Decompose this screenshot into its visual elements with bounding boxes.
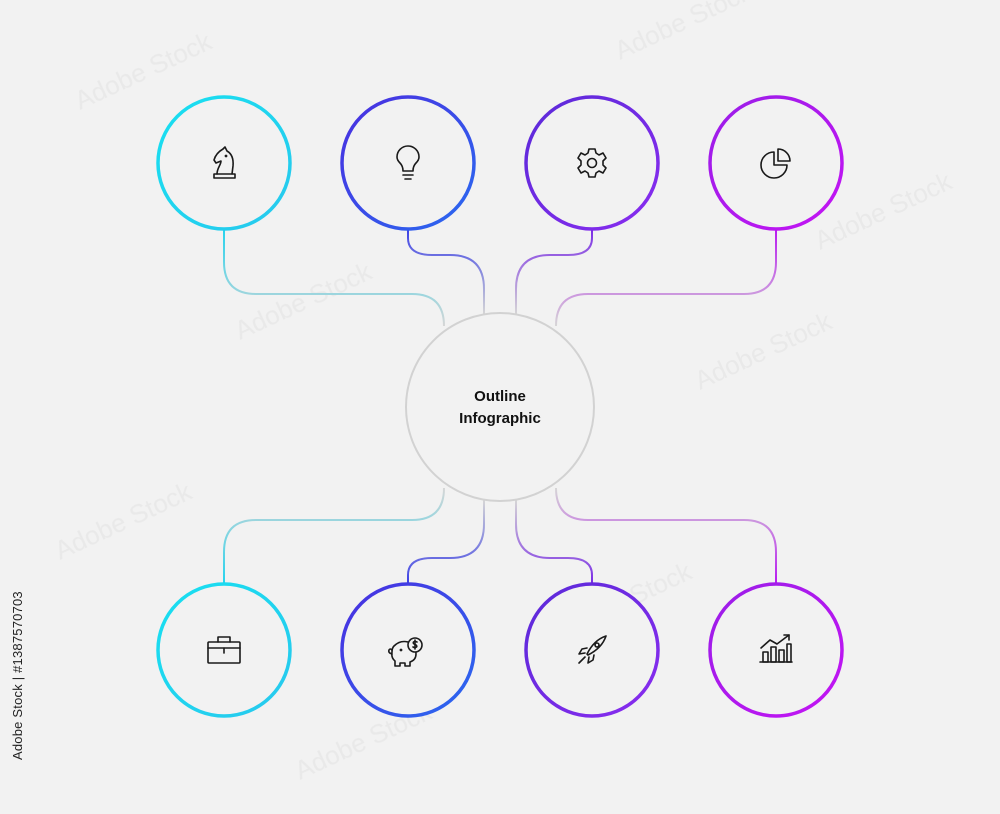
node-circle xyxy=(524,582,660,718)
node-circle xyxy=(708,95,844,231)
node-circle xyxy=(340,582,476,718)
rocket-icon xyxy=(578,635,607,664)
connectors-bottom xyxy=(223,487,777,583)
gear-icon xyxy=(577,148,607,178)
connector-bottom-4 xyxy=(555,487,777,583)
center-node: Outline Infographic xyxy=(405,312,595,502)
piggy-bank-dollar-icon xyxy=(388,637,423,667)
connector-bottom-1 xyxy=(223,487,445,583)
node-circle xyxy=(156,95,292,231)
watermark-side-text: Adobe Stock | #1387570703 xyxy=(10,591,25,760)
top-node-3 xyxy=(524,95,660,231)
bottom-node-3 xyxy=(524,582,660,718)
watermark-logo: Adobe Stock xyxy=(690,306,837,396)
pie-chart-icon xyxy=(760,148,791,179)
connectors-top xyxy=(223,229,777,327)
growth-bar-chart-icon xyxy=(759,634,793,663)
node-circle xyxy=(524,95,660,231)
connector-top-2 xyxy=(407,229,485,314)
watermark-logo: Adobe Stock xyxy=(230,256,377,346)
bottom-node-1 xyxy=(156,582,292,718)
connector-top-4 xyxy=(555,229,777,327)
node-circle xyxy=(340,95,476,231)
top-node-4 xyxy=(708,95,844,231)
chess-knight-icon xyxy=(213,146,236,179)
bottom-node-4 xyxy=(708,582,844,718)
bottom-node-2 xyxy=(340,582,476,718)
connector-bottom-3 xyxy=(515,500,593,583)
connector-top-3 xyxy=(515,229,593,314)
briefcase-icon xyxy=(207,636,241,664)
top-node-1 xyxy=(156,95,292,231)
center-title-line-1: Outline xyxy=(474,388,526,405)
center-title-line-2: Infographic xyxy=(459,410,541,427)
connector-top-1 xyxy=(223,229,445,327)
center-circle xyxy=(405,312,595,502)
top-node-2 xyxy=(340,95,476,231)
watermark-logo: Adobe Stock xyxy=(50,476,197,566)
lightbulb-icon xyxy=(396,145,420,180)
connector-bottom-2 xyxy=(407,500,485,583)
watermark-logo: Adobe Stock xyxy=(610,0,757,65)
